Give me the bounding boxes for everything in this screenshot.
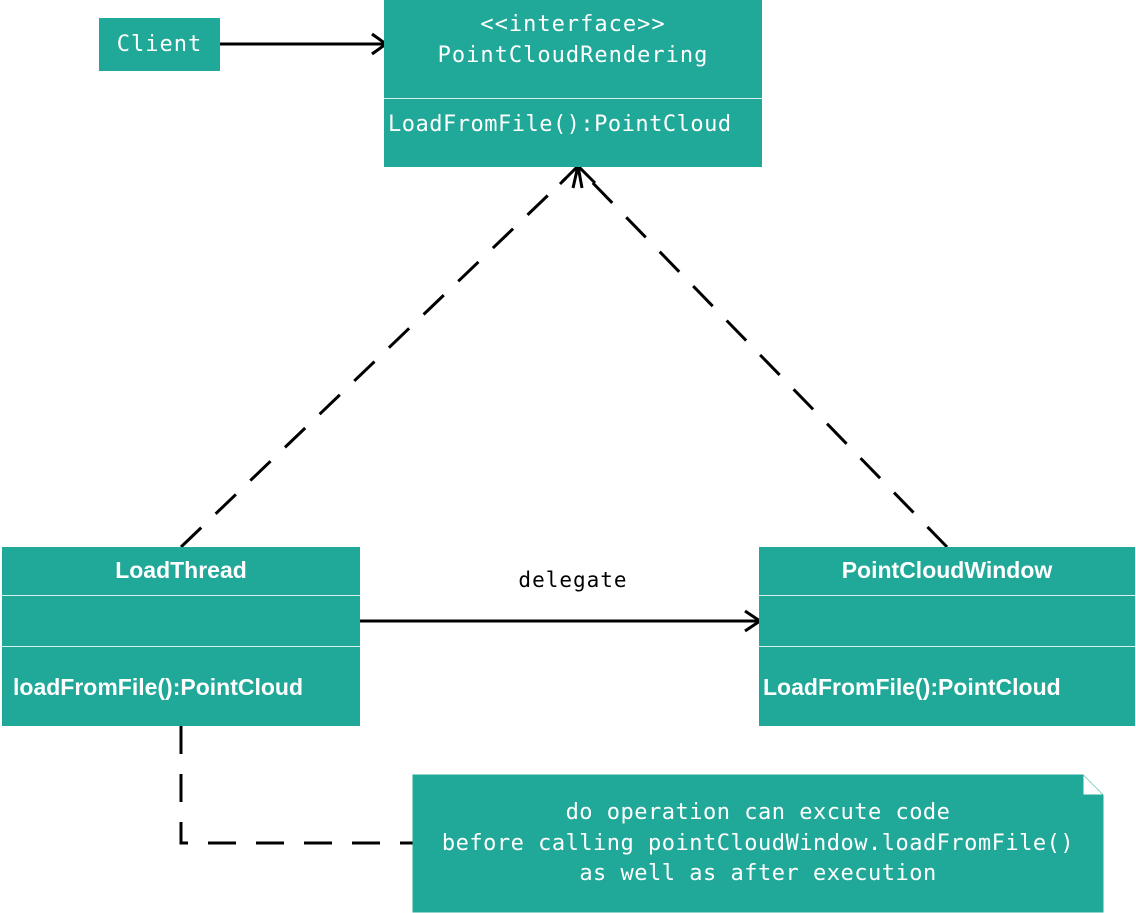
- pointcloudwindow-method: LoadFromFile():PointCloud: [763, 674, 1061, 700]
- class-box-loadthread: LoadThread loadFromFile():PointCloud: [2, 547, 360, 726]
- loadthread-realization-arrowhead: [558, 161, 581, 189]
- interface-box-pointcloudrendering: <<interface>> PointCloudRendering LoadFr…: [384, 0, 762, 167]
- client-box: Client: [99, 18, 220, 71]
- note-line: as well as after execution: [579, 861, 937, 886]
- interface-method: LoadFromFile():PointCloud: [388, 112, 732, 137]
- interface-stereotype: <<interface>>: [480, 12, 666, 37]
- note-line: before calling pointCloudWindow.loadFrom…: [441, 831, 1075, 856]
- interface-divider: [384, 98, 762, 99]
- loadthread-divider-top: [2, 595, 360, 596]
- loadthread-method: loadFromFile():PointCloud: [13, 674, 304, 700]
- loadthread-divider-bottom: [2, 646, 360, 647]
- note-shape: [412, 774, 1104, 913]
- interface-name: PointCloudRendering: [437, 43, 709, 68]
- pointcloudwindow-realization-line: [586, 176, 949, 549]
- loadthread-realization-line: [179, 176, 568, 549]
- class-box-pointcloudwindow: PointCloudWindow LoadFromFile():PointClo…: [759, 547, 1135, 726]
- loadthread-class-name: LoadThread: [115, 557, 247, 583]
- note-anchor-line: [179, 726, 413, 845]
- note-line: do operation can excute code: [565, 800, 951, 825]
- pointcloudwindow-divider-top: [759, 595, 1135, 596]
- note-box: do operation can excute code before call…: [413, 775, 1103, 912]
- client-label: Client: [116, 32, 203, 57]
- pointcloudwindow-divider-bottom: [759, 646, 1135, 647]
- note-folded-corner: [1082, 775, 1103, 796]
- pointcloudwindow-class-name: PointCloudWindow: [841, 557, 1053, 583]
- delegate-edge-label: delegate: [518, 568, 628, 592]
